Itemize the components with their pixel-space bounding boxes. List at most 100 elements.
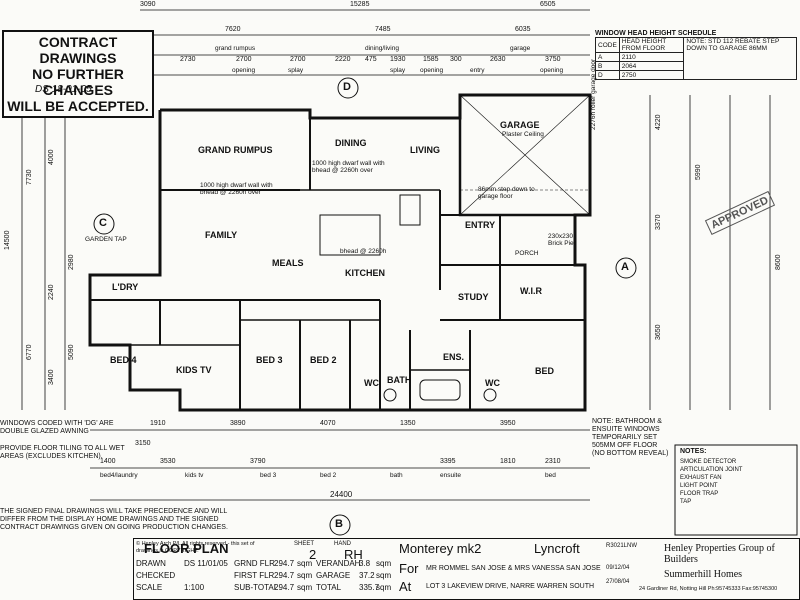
dim-bottom-label: bed4/laundry bbox=[100, 472, 138, 479]
dim-top-row3: 2730 bbox=[180, 56, 196, 63]
copyright-note: © Henley Arch P/L All rights reserved - … bbox=[136, 541, 255, 554]
dim-top-label: garage bbox=[510, 45, 531, 52]
room-meals: MEALS bbox=[272, 258, 304, 268]
date-2: 27/08/04 bbox=[606, 579, 630, 585]
dim-top-row3: 300 bbox=[450, 56, 462, 63]
dim-right: 3650 bbox=[655, 324, 662, 340]
site-address: LOT 3 LAKEVIEW DRIVE, NARRE WARREN SOUTH bbox=[426, 583, 595, 590]
dim-left: 2980 bbox=[68, 254, 75, 270]
drawn-label: DRAWN bbox=[136, 559, 166, 568]
room-bed4: BED 4 bbox=[110, 355, 137, 365]
dim-bottom-label: bed 2 bbox=[320, 472, 337, 479]
legend-list: SMOKE DETECTOR ARTICULATION JOINT EXHAUS… bbox=[680, 458, 742, 506]
room-bed2: BED 2 bbox=[310, 355, 337, 365]
opening-label: opening bbox=[420, 67, 444, 74]
garage-ceiling-note: Plaster Ceiling bbox=[502, 131, 544, 138]
window-schedule: WINDOW HEAD HEIGHT SCHEDULE CODE HEAD HE… bbox=[595, 30, 797, 80]
area-label: GRND FLR bbox=[234, 559, 275, 568]
hand-label: HAND bbox=[334, 541, 352, 547]
dim-left: 3400 bbox=[48, 369, 55, 385]
area-label: VERANDAH bbox=[316, 559, 361, 568]
legend-item: LIGHT POINT bbox=[680, 483, 718, 489]
dim-bottom-label: ensuite bbox=[440, 472, 461, 479]
at-label: At bbox=[399, 579, 412, 594]
dim-top-row3: 1930 bbox=[390, 56, 406, 63]
dim-right: 5990 bbox=[695, 164, 702, 180]
dim-top-row2: 7485 bbox=[375, 26, 391, 33]
dim-bottom-label: bath bbox=[390, 472, 403, 479]
drawn-value: DS 11/01/05 bbox=[184, 559, 228, 568]
dim-top-row3: 2700 bbox=[290, 56, 306, 63]
opening-label: splay bbox=[288, 67, 304, 74]
area-label: GARAGE bbox=[316, 571, 351, 580]
schedule-code: A bbox=[595, 52, 620, 62]
dim-top-overall: 15285 bbox=[350, 1, 370, 8]
room-living: LIVING bbox=[410, 145, 441, 155]
dim-bottom-row1: 3950 bbox=[500, 420, 516, 427]
initials: DS 18-01-05 bbox=[35, 84, 92, 95]
stamp-line-2: NO FURTHER CHANGES bbox=[32, 66, 124, 98]
client-name: MR ROMMEL SAN JOSE & MRS VANESSA SAN JOS… bbox=[426, 565, 601, 572]
room-study: STUDY bbox=[458, 292, 489, 302]
dim-right: 3370 bbox=[655, 214, 662, 230]
area-value: 335.7 bbox=[359, 583, 380, 592]
marker-a: A bbox=[621, 261, 629, 273]
dim-bottom-row2: 3395 bbox=[440, 458, 456, 465]
checked-label: CHECKED bbox=[136, 571, 176, 580]
schedule-header-code: CODE bbox=[595, 37, 620, 53]
garage-door-note: 2276h roller garage door bbox=[590, 58, 597, 130]
company-address: 24 Gardiner Rd, Notting Hill Ph:95745333… bbox=[639, 586, 778, 592]
schedule-height: 2750 bbox=[618, 70, 685, 80]
dim-top-row2: 7620 bbox=[225, 26, 241, 33]
dwarf-wall-note-2: 1000 high dwarf wall with bhead @ 2260h … bbox=[312, 160, 385, 174]
room-kids-tv: KIDS TV bbox=[176, 365, 212, 375]
dim-bottom-row1: 3890 bbox=[230, 420, 246, 427]
room-bed3: BED 3 bbox=[256, 355, 283, 365]
marker-c: C bbox=[99, 217, 107, 229]
area-value: 294.7 bbox=[274, 559, 295, 568]
dim-bottom-row2: 2310 bbox=[545, 458, 561, 465]
bulkhead-note: bhead @ 2260h bbox=[340, 248, 387, 255]
room-laundry: L'DRY bbox=[112, 282, 139, 292]
dim-bottom-row2: 3790 bbox=[250, 458, 266, 465]
stamp-line-3: WILL BE ACCEPTED. bbox=[7, 98, 149, 114]
job-number: R3021LNW bbox=[606, 543, 638, 549]
room-wc-1: WC bbox=[364, 378, 379, 388]
dim-top-row3: 3750 bbox=[545, 56, 561, 63]
dim-left: 2240 bbox=[48, 284, 55, 300]
schedule-code: D bbox=[595, 70, 620, 80]
dim-top-label: dining/living bbox=[365, 45, 399, 52]
brand-name: Summerhill Homes bbox=[664, 569, 743, 580]
dim-top-row3: 2630 bbox=[490, 56, 506, 63]
area-unit: sqm bbox=[297, 571, 313, 580]
title-text: FLOOR PLAN bbox=[144, 541, 229, 556]
dim-bottom-row2: 1810 bbox=[500, 458, 516, 465]
schedule-header-note: NOTE: STD 112 REBATE STEP DOWN TO GARAGE… bbox=[683, 37, 797, 80]
note-floor-tiling: PROVIDE FLOOR TILING TO ALL WET AREAS (E… bbox=[0, 445, 125, 460]
schedule-height: 2110 bbox=[618, 52, 685, 62]
legend-item: TAP bbox=[680, 499, 692, 505]
model-name: Monterey mk2 bbox=[399, 541, 482, 556]
dim-left: 4000 bbox=[48, 149, 55, 165]
note-signed-drawings: THE SIGNED FINAL DRAWINGS WILL TAKE PREC… bbox=[0, 508, 228, 531]
dim-right: 4220 bbox=[655, 114, 662, 130]
room-family: FAMILY bbox=[205, 230, 238, 240]
area-unit: sqm bbox=[297, 559, 313, 568]
room-bed: BED bbox=[535, 366, 555, 376]
dwarf-wall-note-1: 1000 high dwarf wall with bhead @ 2260h … bbox=[200, 182, 273, 196]
dim-left: 6770 bbox=[26, 344, 33, 360]
schedule-code: B bbox=[595, 61, 620, 71]
dim-top-row2: 6035 bbox=[515, 26, 531, 33]
brick-pier-note: 230x230 Brick Pier bbox=[548, 233, 576, 247]
dim-left: 14500 bbox=[4, 230, 11, 250]
title-block: © Henley Arch P/L All rights reserved - … bbox=[133, 538, 800, 600]
dim-top-row3: 2220 bbox=[335, 56, 351, 63]
dim-bottom-row1: 1910 bbox=[150, 420, 166, 427]
area-value: 294.7 bbox=[274, 583, 295, 592]
room-porch: PORCH bbox=[515, 250, 539, 257]
room-garage: GARAGE bbox=[500, 120, 540, 130]
date-1: 09/12/04 bbox=[606, 565, 630, 571]
dim-bottom-label: bed 3 bbox=[260, 472, 277, 479]
room-kitchen: KITCHEN bbox=[345, 268, 385, 278]
